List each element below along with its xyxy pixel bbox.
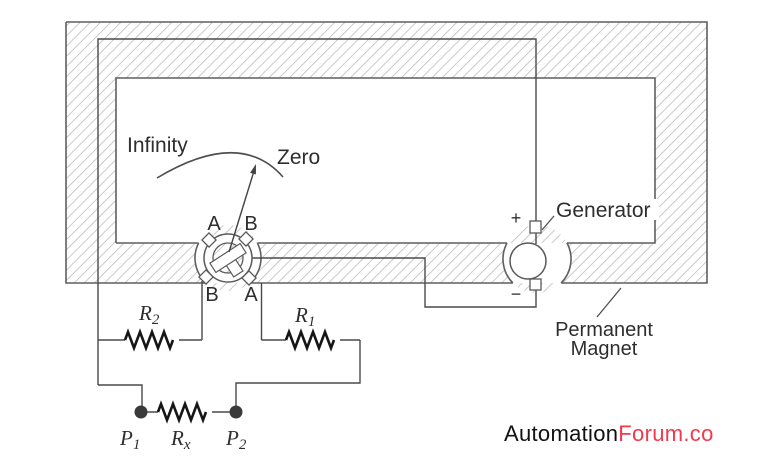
permanent-magnet-outline — [65, 21, 708, 284]
terminal-p2-label: P2 — [225, 426, 247, 453]
coil-commutator-bar — [209, 242, 247, 274]
coil-terminal-a-bottom-label: A — [244, 284, 258, 306]
generator-label-backing — [551, 199, 659, 220]
generator-plus-label: + — [511, 208, 522, 228]
generator-pointer-line — [541, 215, 555, 231]
needle-arrowhead-icon — [250, 164, 256, 175]
wire-coil-to-generator — [252, 257, 537, 308]
coil-terminal-square-bl — [198, 269, 214, 285]
coil-terminal-b-bottom-label: B — [205, 284, 218, 306]
generator-terminal-bottom — [529, 278, 542, 291]
zero-label: Zero — [277, 146, 320, 169]
wire-main-loop — [97, 38, 537, 385]
coil-terminal-square-br — [241, 270, 257, 286]
generator-circle — [509, 242, 547, 280]
resistor-r2-zigzag — [123, 328, 175, 352]
permanent-magnet-label-line1: Permanent — [555, 319, 653, 341]
terminal-p1-dot — [134, 405, 148, 419]
generator-symbol — [509, 220, 547, 291]
infinity-label: Infinity — [127, 134, 188, 157]
coil-terminal-b-top-label: B — [244, 213, 257, 235]
brand-watermark: AutomationForum.co — [504, 421, 714, 446]
magnet-pointer-line — [596, 287, 622, 318]
brand-watermark-red: Forum.co — [618, 421, 713, 446]
wire-to-p1 — [98, 384, 143, 406]
coil-terminal-square-tl — [201, 232, 217, 248]
brand-watermark-black: Automation — [504, 421, 618, 446]
needle-icon — [228, 170, 255, 253]
resistor-r2-label: R2 — [138, 301, 160, 328]
resistor-r1-zigzag — [284, 328, 336, 352]
coil-terminal-a-top-label: A — [207, 213, 221, 235]
generator-minus-label: − — [511, 284, 522, 304]
resistor-r1-label: R1 — [294, 303, 315, 330]
moving-coil — [198, 231, 257, 286]
wire-to-p2 — [235, 340, 361, 406]
resistor-rx-zigzag — [156, 400, 208, 424]
terminal-p1-label: P1 — [119, 426, 140, 453]
coil-terminal-square-tr — [238, 231, 254, 247]
meter-scale-arc — [156, 152, 284, 179]
permanent-magnet-hatch — [66, 22, 707, 294]
terminal-p2-dot — [229, 405, 243, 419]
generator-terminal-top — [529, 220, 542, 234]
permanent-magnet-label-line2: Magnet — [571, 338, 638, 360]
generator-label: Generator — [556, 199, 651, 222]
resistor-rx-label: Rx — [170, 426, 191, 453]
